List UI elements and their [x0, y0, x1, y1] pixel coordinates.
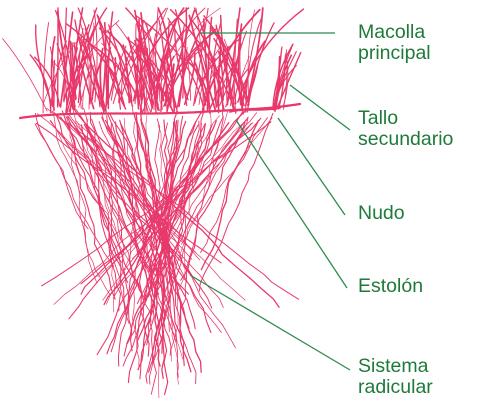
secondary-stem-drawing — [273, 44, 301, 111]
grass-blade — [3, 39, 48, 112]
label-sistema-radicular: Sistema radicular — [358, 356, 433, 398]
label-tallo-secundario: Tallo secundario — [358, 108, 453, 150]
leader-line-tallo — [290, 85, 350, 130]
grass-blade — [196, 8, 203, 113]
leader-line-nudo — [278, 118, 345, 215]
root-system-drawing — [35, 108, 299, 398]
label-macolla-principal: Macolla principal — [358, 22, 431, 64]
leader-line-estolon — [236, 120, 347, 288]
root-strand — [133, 123, 252, 258]
label-estolon: Estolón — [358, 276, 423, 297]
main-tuft-drawing — [3, 8, 304, 114]
label-nudo: Nudo — [358, 203, 405, 224]
